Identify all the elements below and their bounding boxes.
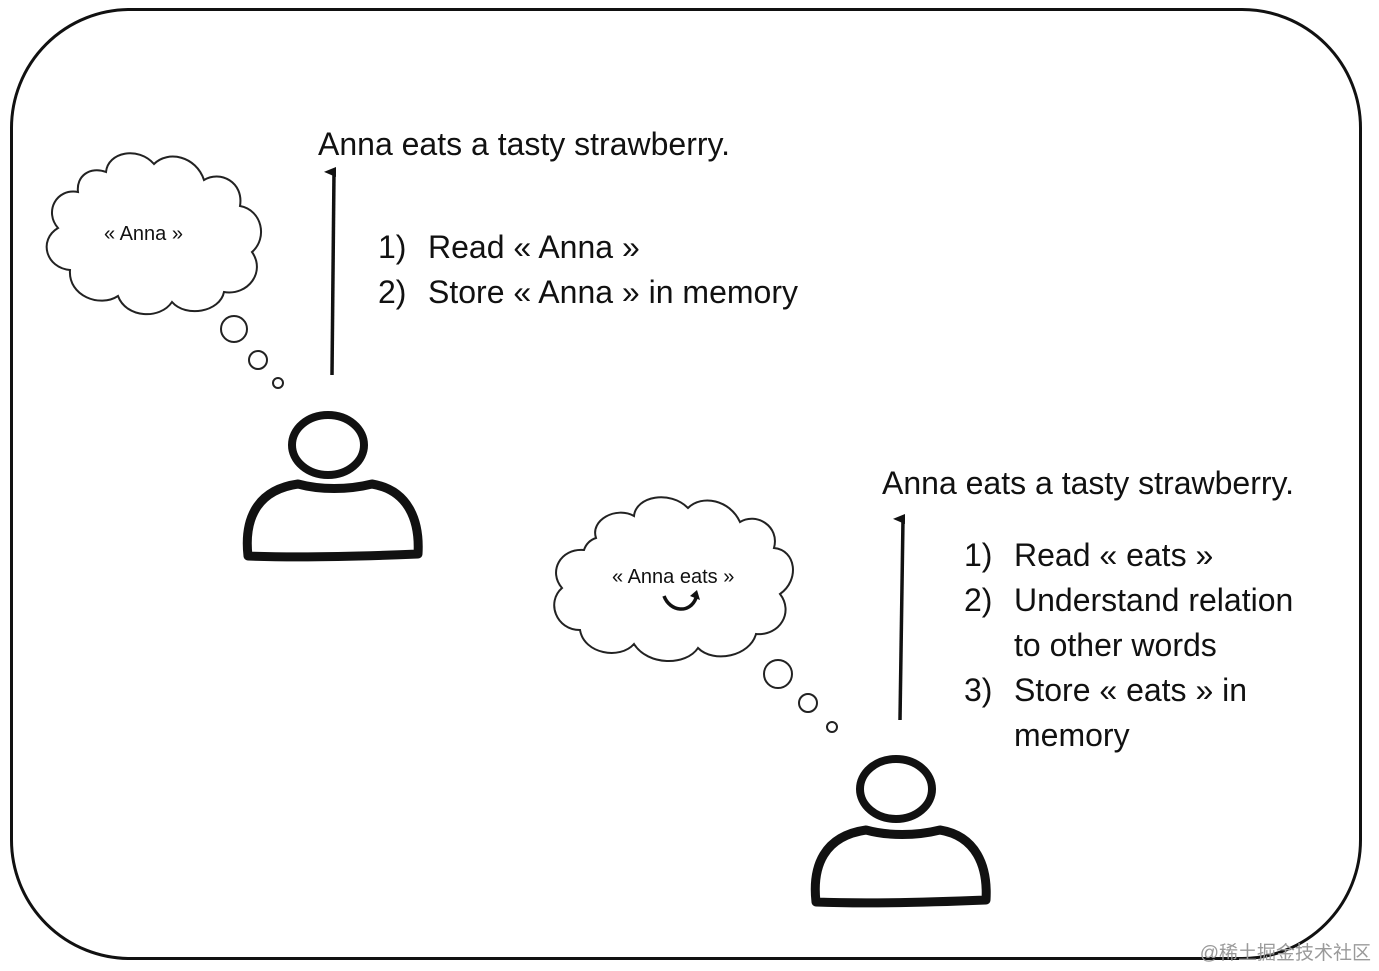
sentence-text: Anna eats a tasty strawberry. [318,126,731,162]
arrow-up-icon [324,167,337,376]
step-text: Store « eats » in [1014,672,1248,708]
list-item: 2) Understand relation [964,578,1293,623]
thought-cloud-icon [553,496,794,662]
list-item: 2) Store « Anna » in memory [378,270,798,315]
list-item: memory [964,713,1293,758]
person-icon [242,411,423,562]
watermark: @稀土掘金技术社区 [1199,943,1371,964]
sentence-text: Anna eats a tasty strawberry. [882,465,1295,501]
person-icon [810,755,991,908]
list-item: 1) Read « eats » [964,533,1293,578]
step-text: Read « Anna » [428,229,640,265]
thought-cloud-icon [45,152,262,316]
steps-list: 1) Read « eats » 2) Understand relation to… [964,533,1293,758]
rounded-frame [10,8,1362,960]
step-number: 3) [964,672,993,708]
step-text: to other words [1014,627,1217,663]
step-text: memory [1014,717,1130,753]
thought-text: « Anna eats » [612,566,735,588]
curved-arrow-icon [662,590,700,611]
thought-text: « Anna » [104,223,183,245]
step-text: Understand relation [1014,582,1294,618]
thought-bubble-dots [220,315,284,389]
step-number: 2) [378,274,407,310]
list-item: 3) Store « eats » in [964,668,1293,713]
step-text: Store « Anna » in memory [428,274,798,310]
step-text: Read « eats » [1014,537,1214,573]
steps-list: 1) Read « Anna » 2) Store « Anna » in memo… [378,225,798,315]
step-number: 1) [378,229,407,265]
step-number: 1) [964,537,993,573]
thought-bubble-dots [763,659,838,733]
step-number: 2) [964,582,993,618]
list-item: to other words [964,623,1293,668]
arrow-up-icon [893,514,906,721]
list-item: 1) Read « Anna » [378,225,798,270]
